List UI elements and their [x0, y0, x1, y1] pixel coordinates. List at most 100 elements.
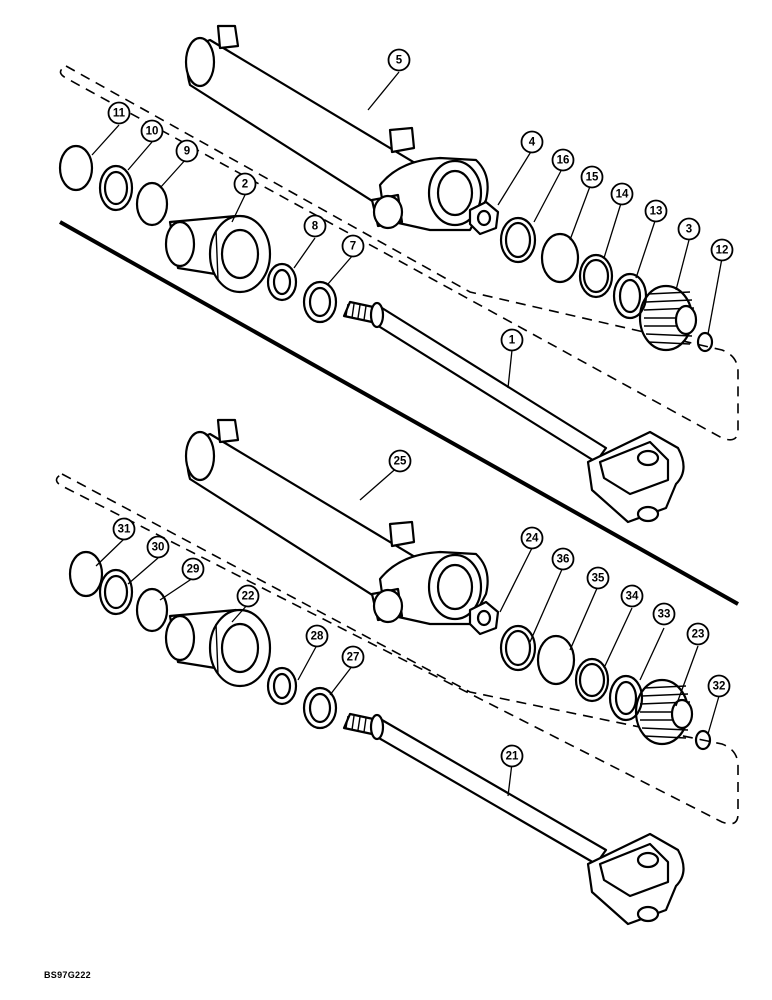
callout-label: 30 [152, 542, 165, 554]
divider-line [59, 220, 739, 606]
callout-4: 4 [520, 130, 544, 154]
callout-label: 35 [592, 573, 605, 585]
figure-code: BS97G222 [44, 970, 91, 980]
callout-7: 7 [341, 234, 365, 258]
lower-rings [68, 550, 712, 751]
callout-8: 8 [303, 214, 327, 238]
callout-13: 13 [644, 199, 668, 223]
callout-27: 27 [341, 645, 365, 669]
callout-circle [175, 139, 199, 163]
callout-label: 1 [509, 335, 516, 347]
callout-label: 15 [586, 172, 599, 184]
callout-label: 16 [557, 155, 570, 167]
callout-label: 7 [350, 241, 356, 253]
callout-label: 9 [184, 146, 190, 158]
lower-nut [468, 600, 500, 636]
callout-circle [710, 238, 734, 262]
callout-22: 22 [236, 584, 260, 608]
upper-dashed-outline [59, 65, 739, 441]
callout-label: 8 [312, 221, 319, 233]
callout-label: 2 [242, 179, 248, 191]
callout-label: 27 [347, 652, 360, 664]
callout-circle [341, 645, 365, 669]
callout-label: 32 [713, 681, 726, 693]
callout-circle [620, 584, 644, 608]
callouts: 1110928754161514133121313029222827252436… [107, 48, 734, 768]
lower-assembly [55, 418, 739, 926]
callout-label: 25 [394, 456, 407, 468]
callout-label: 5 [396, 55, 403, 67]
callout-1: 1 [500, 328, 524, 352]
callout-label: 10 [146, 126, 159, 138]
callout-24: 24 [520, 526, 544, 550]
callout-label: 29 [187, 564, 200, 576]
callout-16: 16 [551, 148, 575, 172]
callout-label: 3 [686, 224, 692, 236]
callout-10: 10 [140, 119, 164, 143]
callout-circle [520, 130, 544, 154]
callout-23: 23 [686, 622, 710, 646]
callout-label: 21 [506, 751, 519, 763]
callout-circle [181, 557, 205, 581]
callout-30: 30 [146, 535, 170, 559]
callout-circle [387, 48, 411, 72]
callout-9: 9 [175, 139, 199, 163]
callout-circle [686, 622, 710, 646]
callout-label: 36 [557, 554, 570, 566]
callout-circle [305, 624, 329, 648]
callout-circle [652, 602, 676, 626]
callout-36: 36 [551, 547, 575, 571]
upper-gland [164, 214, 272, 294]
upper-piston [638, 284, 698, 352]
callout-circle [610, 182, 634, 206]
callout-circle [644, 199, 668, 223]
callout-32: 32 [707, 674, 731, 698]
upper-rod [342, 300, 685, 524]
callout-label: 31 [118, 524, 131, 536]
callout-3: 3 [677, 217, 701, 241]
callout-34: 34 [620, 584, 644, 608]
callout-circle [107, 101, 131, 125]
callout-28: 28 [305, 624, 329, 648]
callout-circle [140, 119, 164, 143]
callout-circle [146, 535, 170, 559]
upper-nut [468, 200, 500, 236]
upper-assembly [58, 24, 739, 524]
callout-label: 24 [526, 533, 539, 545]
callout-circle [707, 674, 731, 698]
callout-21: 21 [500, 744, 524, 768]
callout-label: 33 [658, 609, 671, 621]
callout-circle [303, 214, 327, 238]
callout-label: 28 [311, 631, 324, 643]
callout-35: 35 [586, 566, 610, 590]
callout-label: 4 [529, 137, 536, 149]
callout-circle [236, 584, 260, 608]
callout-circle [341, 234, 365, 258]
callout-15: 15 [580, 165, 604, 189]
callout-label: 13 [650, 206, 663, 218]
callout-circle [586, 566, 610, 590]
callout-circle [388, 449, 412, 473]
callout-11: 11 [107, 101, 131, 125]
upper-barrel [184, 24, 489, 232]
callout-label: 14 [616, 189, 629, 201]
callout-2: 2 [233, 172, 257, 196]
callout-circle [520, 526, 544, 550]
callout-label: 11 [113, 108, 126, 120]
lower-piston [634, 678, 694, 746]
callout-circle [677, 217, 701, 241]
callout-14: 14 [610, 182, 634, 206]
lower-rod [342, 712, 685, 926]
callout-12: 12 [710, 238, 734, 262]
callout-circle [580, 165, 604, 189]
callout-label: 12 [716, 245, 729, 257]
lower-barrel [184, 418, 489, 626]
callout-circle [551, 547, 575, 571]
callout-5: 5 [387, 48, 411, 72]
upper-rings [58, 144, 714, 353]
callout-label: 22 [242, 591, 255, 603]
callout-29: 29 [181, 557, 205, 581]
callout-circle [500, 744, 524, 768]
callout-leaders [91, 71, 723, 797]
